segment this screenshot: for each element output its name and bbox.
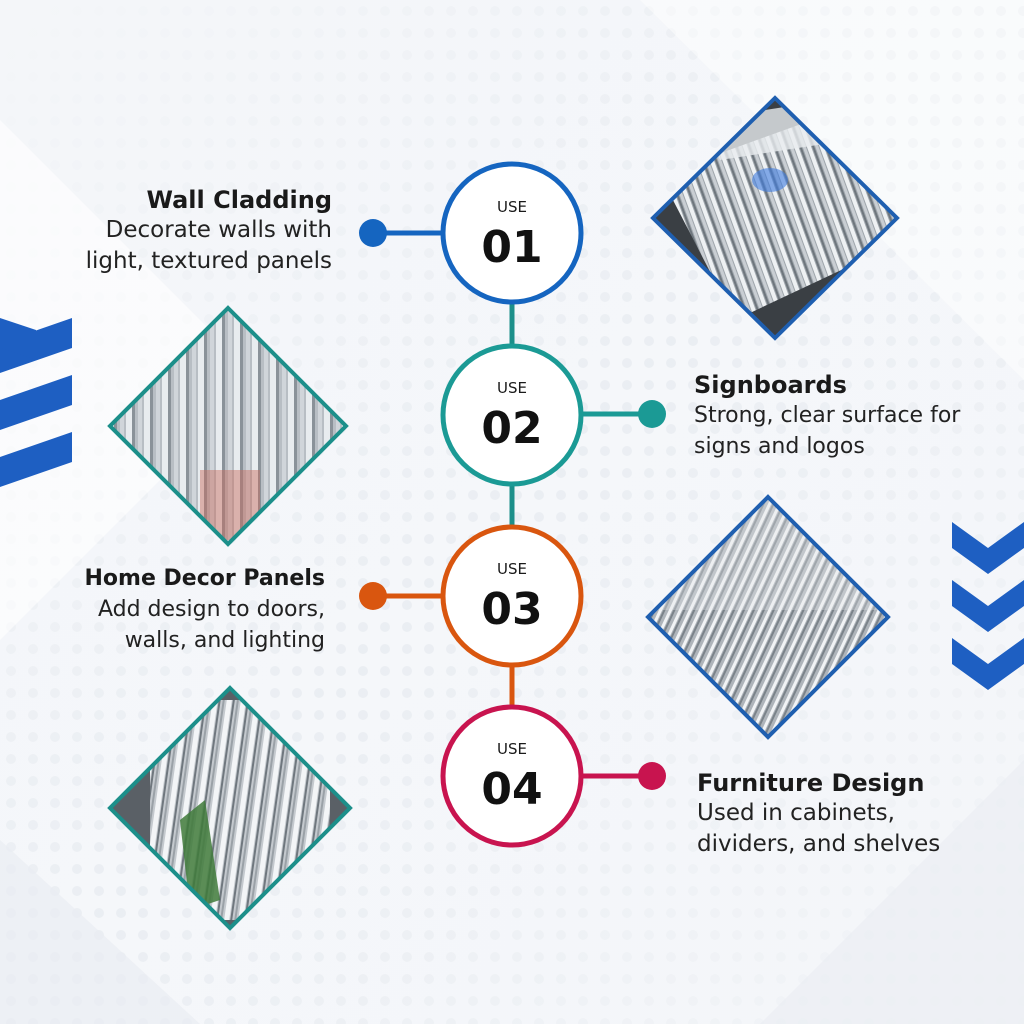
connector-use-04 (582, 762, 666, 790)
use-number-02: 02 (481, 403, 542, 454)
use-04-title: Furniture Design (697, 769, 925, 797)
use-03-desc-line-1: Add design to doors, (97, 597, 325, 622)
use-tag-02: USE (497, 379, 527, 397)
chevron-down-icon (952, 522, 1024, 690)
use-circle-03: USE 03 (440, 524, 584, 668)
use-02-desc-line-2: signs and logos (694, 434, 865, 459)
use-03-text: Home Decor Panels Add design to doors, w… (0, 564, 325, 656)
connector-use-02 (582, 400, 666, 428)
use-02-text: Signboards Strong, clear surface for sig… (694, 370, 1020, 462)
use-01-title: Wall Cladding (146, 186, 332, 214)
use-04-text: Furniture Design Used in cabinets, divid… (697, 768, 1019, 860)
panel-image-diamond-4 (107, 685, 353, 931)
use-01-text: Wall Cladding Decorate walls with light,… (2, 185, 332, 277)
use-02-title: Signboards (694, 371, 847, 399)
panel-image-diamond-3 (645, 494, 891, 740)
use-03-title: Home Decor Panels (84, 566, 325, 591)
use-number-01: 01 (481, 222, 542, 273)
use-01-desc-line-1: Decorate walls with (105, 217, 332, 243)
use-01-desc-line-2: light, textured panels (85, 248, 332, 274)
use-number-04: 04 (481, 764, 542, 815)
use-tag-03: USE (497, 560, 527, 578)
use-tag-01: USE (497, 198, 527, 216)
chevron-up-icon (0, 318, 72, 487)
use-circle-02: USE 02 (440, 343, 584, 487)
use-circle-04: USE 04 (440, 704, 584, 848)
use-03-desc-line-2: walls, and lighting (124, 628, 325, 653)
use-circle-01: USE 01 (440, 161, 584, 305)
use-04-desc-line-1: Used in cabinets, (697, 800, 895, 826)
use-number-03: 03 (481, 584, 542, 635)
use-02-desc-line-1: Strong, clear surface for (694, 403, 961, 428)
panel-image-diamond-2 (107, 305, 349, 547)
connector-use-01 (359, 219, 443, 247)
use-04-desc-line-2: dividers, and shelves (697, 831, 941, 857)
connector-use-03 (359, 582, 443, 610)
use-tag-04: USE (497, 740, 527, 758)
panel-image-diamond-1 (650, 95, 900, 341)
